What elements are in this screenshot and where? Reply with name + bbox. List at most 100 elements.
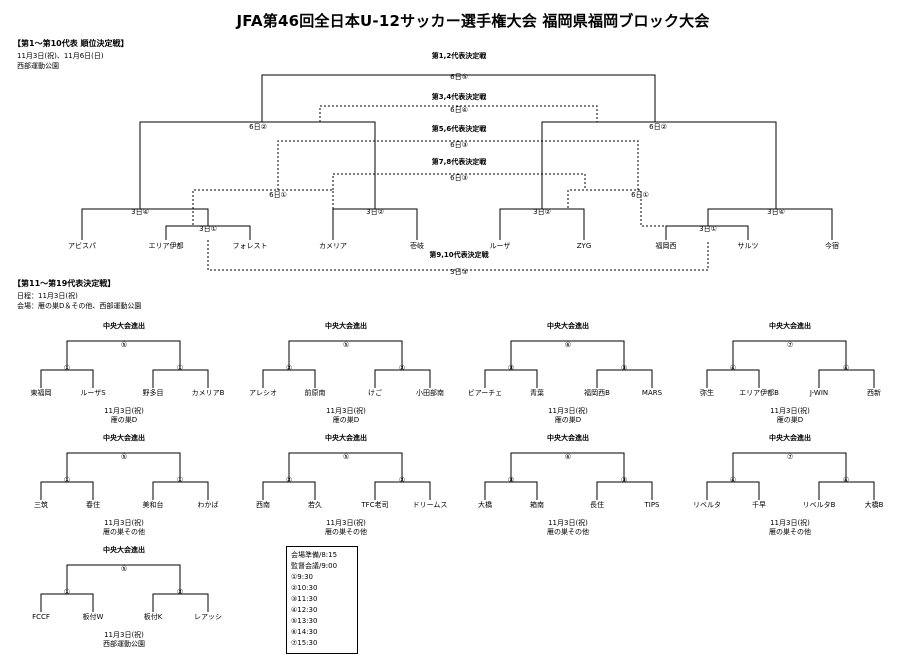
block-left-code: ② — [285, 364, 293, 372]
bracket-line — [818, 369, 875, 388]
block-venue: 雁の巣その他 — [769, 528, 811, 536]
team-label: 福岡西 — [655, 242, 677, 250]
block-date: 11月3日(祝) — [104, 407, 144, 415]
bracket-line — [374, 369, 431, 388]
block-team: 三筑 — [34, 501, 48, 509]
block-right-code: ① — [176, 476, 184, 484]
block-heading: 中央大会進出 — [103, 434, 145, 442]
bracket-line — [81, 208, 209, 240]
bracket-line — [277, 140, 639, 190]
page-title: JFA第46回全日本U-12サッカー選手権大会 福岡県福岡ブロック大会 — [236, 12, 710, 30]
block-team: 東福岡 — [30, 389, 52, 397]
block-team: アレシオ — [249, 389, 277, 397]
block-venue: 雁の巣D — [332, 416, 360, 424]
block-team: 前原南 — [304, 389, 326, 397]
block-left-code: ④ — [729, 364, 737, 372]
bracket-line — [332, 173, 586, 190]
block-team: 小田部南 — [416, 389, 444, 397]
bracket-line — [732, 340, 847, 370]
team-label: 今宿 — [825, 242, 839, 250]
team-label: ZYG — [576, 242, 592, 250]
block-date: 11月3日(祝) — [548, 407, 588, 415]
bracket-line — [66, 564, 181, 594]
bracket-line — [374, 481, 431, 500]
schedule-item: ③11:30 — [291, 595, 318, 603]
block-right-code: ④ — [842, 476, 850, 484]
schedule-item: ②10:30 — [291, 584, 318, 592]
block-heading: 中央大会進出 — [769, 322, 811, 330]
block-team: ドリームス — [412, 501, 448, 509]
block-date: 11月3日(祝) — [770, 519, 810, 527]
block-team: エリア伊都B — [739, 389, 779, 397]
block-team: 板付W — [82, 613, 104, 621]
block-team: レアッシ — [194, 613, 222, 621]
bracket-line — [707, 208, 833, 240]
bracket-line — [288, 340, 403, 370]
block-team: FCCF — [32, 613, 50, 621]
final-code: 3日③ — [450, 268, 468, 276]
block-venue: 雁の巣D — [776, 416, 804, 424]
match-label-6-1: 6日① — [269, 191, 287, 199]
match-label-3-1: 3日① — [699, 225, 717, 233]
block-final-code: ⑦ — [786, 453, 794, 461]
match-label-6-1: 6日① — [631, 191, 649, 199]
final-label: 第1,2代表決定戦 — [431, 52, 487, 60]
bracket-line — [706, 481, 760, 500]
schedule-box: 会場準備/8:15 監督会議/9:00 ①9:30 ②10:30 ③11:30 … — [286, 546, 358, 654]
bracket-line — [319, 105, 598, 122]
final-code: 6日④ — [450, 106, 468, 114]
section1-dates: 11月3日(祝)、11月6日(日) — [17, 52, 104, 60]
team-label: エリア伊都 — [148, 242, 184, 250]
block-date: 11月3日(祝) — [770, 407, 810, 415]
block-date: 11月3日(祝) — [548, 519, 588, 527]
block-heading: 中央大会進出 — [325, 322, 367, 330]
block-heading: 中央大会進出 — [103, 322, 145, 330]
bracket-line — [484, 369, 538, 388]
block-team: 青葉 — [530, 389, 544, 397]
block-team: 大橋 — [478, 501, 492, 509]
match-label-6-2: 6日② — [649, 123, 667, 131]
block-right-code: ② — [398, 364, 406, 372]
bracket-line — [818, 481, 875, 500]
block-team: リベルタB — [802, 501, 836, 509]
block-venue: 雁の巣その他 — [547, 528, 589, 536]
block-right-code: ② — [398, 476, 406, 484]
match-label-3-4: 3日④ — [767, 208, 785, 216]
block-team: 長住 — [590, 501, 604, 509]
section1-venue: 西部運動公園 — [17, 62, 59, 70]
block-left-code: ② — [285, 476, 293, 484]
team-label: フォレスト — [232, 242, 268, 250]
block-team: 西新 — [867, 389, 881, 397]
block-final-code: ⑤ — [342, 341, 350, 349]
block-team: リベルタ — [693, 501, 721, 509]
match-label-3-2: 3日② — [533, 208, 551, 216]
bracket-line — [732, 452, 847, 482]
team-label: アビスパ — [68, 242, 96, 250]
block-right-code: ④ — [842, 364, 850, 372]
bracket-line — [706, 369, 760, 388]
schedule-item: ①9:30 — [291, 573, 313, 581]
bracket-line — [596, 481, 653, 500]
block-team: 若久 — [308, 501, 322, 509]
block-final-code: ⑥ — [564, 453, 572, 461]
block-venue: 雁の巣その他 — [325, 528, 367, 536]
section2-date: 日程：11月3日(祝) — [17, 292, 78, 300]
bracket-line — [66, 452, 181, 482]
schedule-item: ④12:30 — [291, 606, 318, 614]
block-date: 11月3日(祝) — [326, 407, 366, 415]
bracket-line — [40, 481, 94, 500]
match-label-3-4: 3日④ — [131, 208, 149, 216]
block-right-code: ③ — [620, 476, 628, 484]
block-final-code: ⑤ — [120, 453, 128, 461]
schedule-item: 監督会議/9:00 — [291, 562, 338, 570]
bracket-line — [510, 340, 625, 370]
block-left-code: ① — [63, 476, 71, 484]
block-final-code: ⑤ — [120, 341, 128, 349]
block-team: 美和台 — [142, 501, 164, 509]
bracket-line — [262, 369, 316, 388]
bracket-line — [261, 74, 656, 122]
bracket-line — [541, 121, 777, 209]
block-heading: 中央大会進出 — [325, 434, 367, 442]
block-team: J-WIN — [809, 389, 829, 397]
block-heading: 中央大会進出 — [547, 322, 589, 330]
